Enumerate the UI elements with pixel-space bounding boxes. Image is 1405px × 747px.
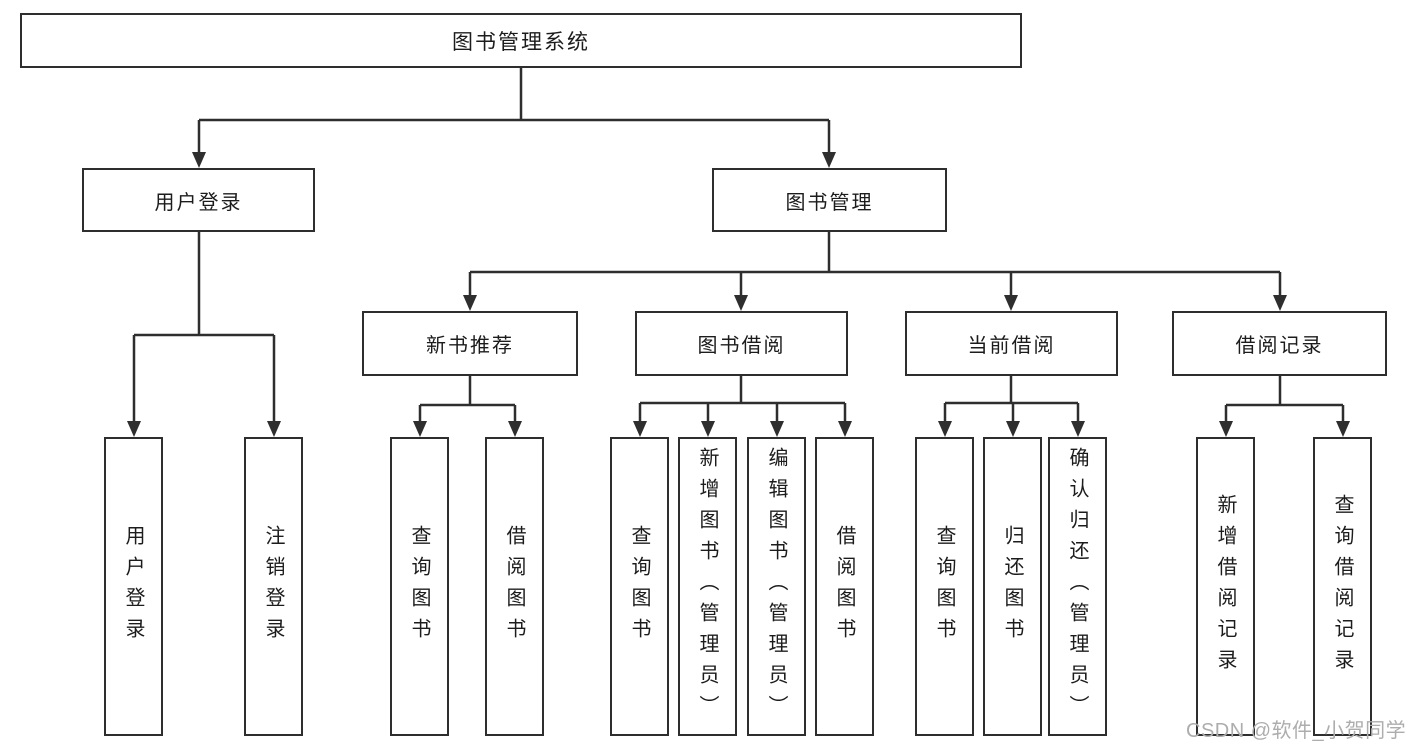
leaf-add-book-admin: 新增图书（管理员） — [678, 437, 737, 736]
node-book-management: 图书管理 — [712, 168, 947, 232]
node-current-borrowing: 当前借阅 — [905, 311, 1118, 376]
arrowheads — [127, 152, 1350, 437]
leaf-query-books-borrowing: 查询图书 — [610, 437, 669, 736]
node-new-book-recommend: 新书推荐 — [362, 311, 578, 376]
node-book-management-label: 图书管理 — [785, 191, 874, 214]
leaf-query-borrow-record: 查询借阅记录 — [1313, 437, 1372, 736]
leaf-new-borrow-record: 新增借阅记录 — [1196, 437, 1255, 736]
leaf-confirm-return-admin-label: 确认归还（管理员） — [1066, 447, 1088, 726]
leaf-query-books-recommend: 查询图书 — [390, 437, 449, 736]
node-current-borrowing-label: 当前借阅 — [967, 335, 1056, 357]
leaf-user-login-label: 用户登录 — [122, 524, 144, 649]
leaf-borrow-books-recommend-label: 借阅图书 — [503, 524, 525, 649]
leaf-return-books-label: 归还图书 — [1001, 524, 1023, 649]
leaf-query-books-recommend-label: 查询图书 — [408, 524, 430, 649]
leaf-borrow-books-label: 借阅图书 — [833, 524, 855, 649]
node-library-system-label: 图书管理系统 — [452, 30, 590, 54]
leaf-user-login: 用户登录 — [104, 437, 163, 736]
node-book-borrowing-label: 图书借阅 — [697, 335, 786, 357]
node-new-book-recommend-label: 新书推荐 — [426, 335, 514, 357]
leaf-edit-book-admin-label: 编辑图书（管理员） — [765, 447, 787, 726]
node-borrowing-records: 借阅记录 — [1172, 311, 1387, 376]
node-library-system: 图书管理系统 — [20, 13, 1022, 68]
leaf-query-borrow-record-label: 查询借阅记录 — [1331, 493, 1353, 680]
leaf-borrow-books-recommend: 借阅图书 — [485, 437, 544, 736]
leaf-add-book-admin-label: 新增图书（管理员） — [696, 447, 718, 726]
leaf-borrow-books: 借阅图书 — [815, 437, 874, 736]
node-borrowing-records-label: 借阅记录 — [1235, 335, 1324, 357]
leaf-logout-label: 注销登录 — [262, 524, 284, 649]
leaf-edit-book-admin: 编辑图书（管理员） — [747, 437, 806, 736]
leaf-return-books: 归还图书 — [983, 437, 1042, 736]
node-user-login-label: 用户登录 — [154, 191, 243, 214]
leaf-query-books-borrowing-label: 查询图书 — [628, 524, 650, 649]
leaf-query-books-current-label: 查询图书 — [933, 524, 955, 649]
watermark: CSDN @软件_小贺同学 — [1186, 720, 1405, 742]
leaf-new-borrow-record-label: 新增借阅记录 — [1214, 493, 1236, 680]
leaf-query-books-current: 查询图书 — [915, 437, 974, 736]
leaf-confirm-return-admin: 确认归还（管理员） — [1048, 437, 1107, 736]
node-book-borrowing: 图书借阅 — [635, 311, 848, 376]
node-user-login: 用户登录 — [82, 168, 315, 232]
leaf-logout: 注销登录 — [244, 437, 303, 736]
